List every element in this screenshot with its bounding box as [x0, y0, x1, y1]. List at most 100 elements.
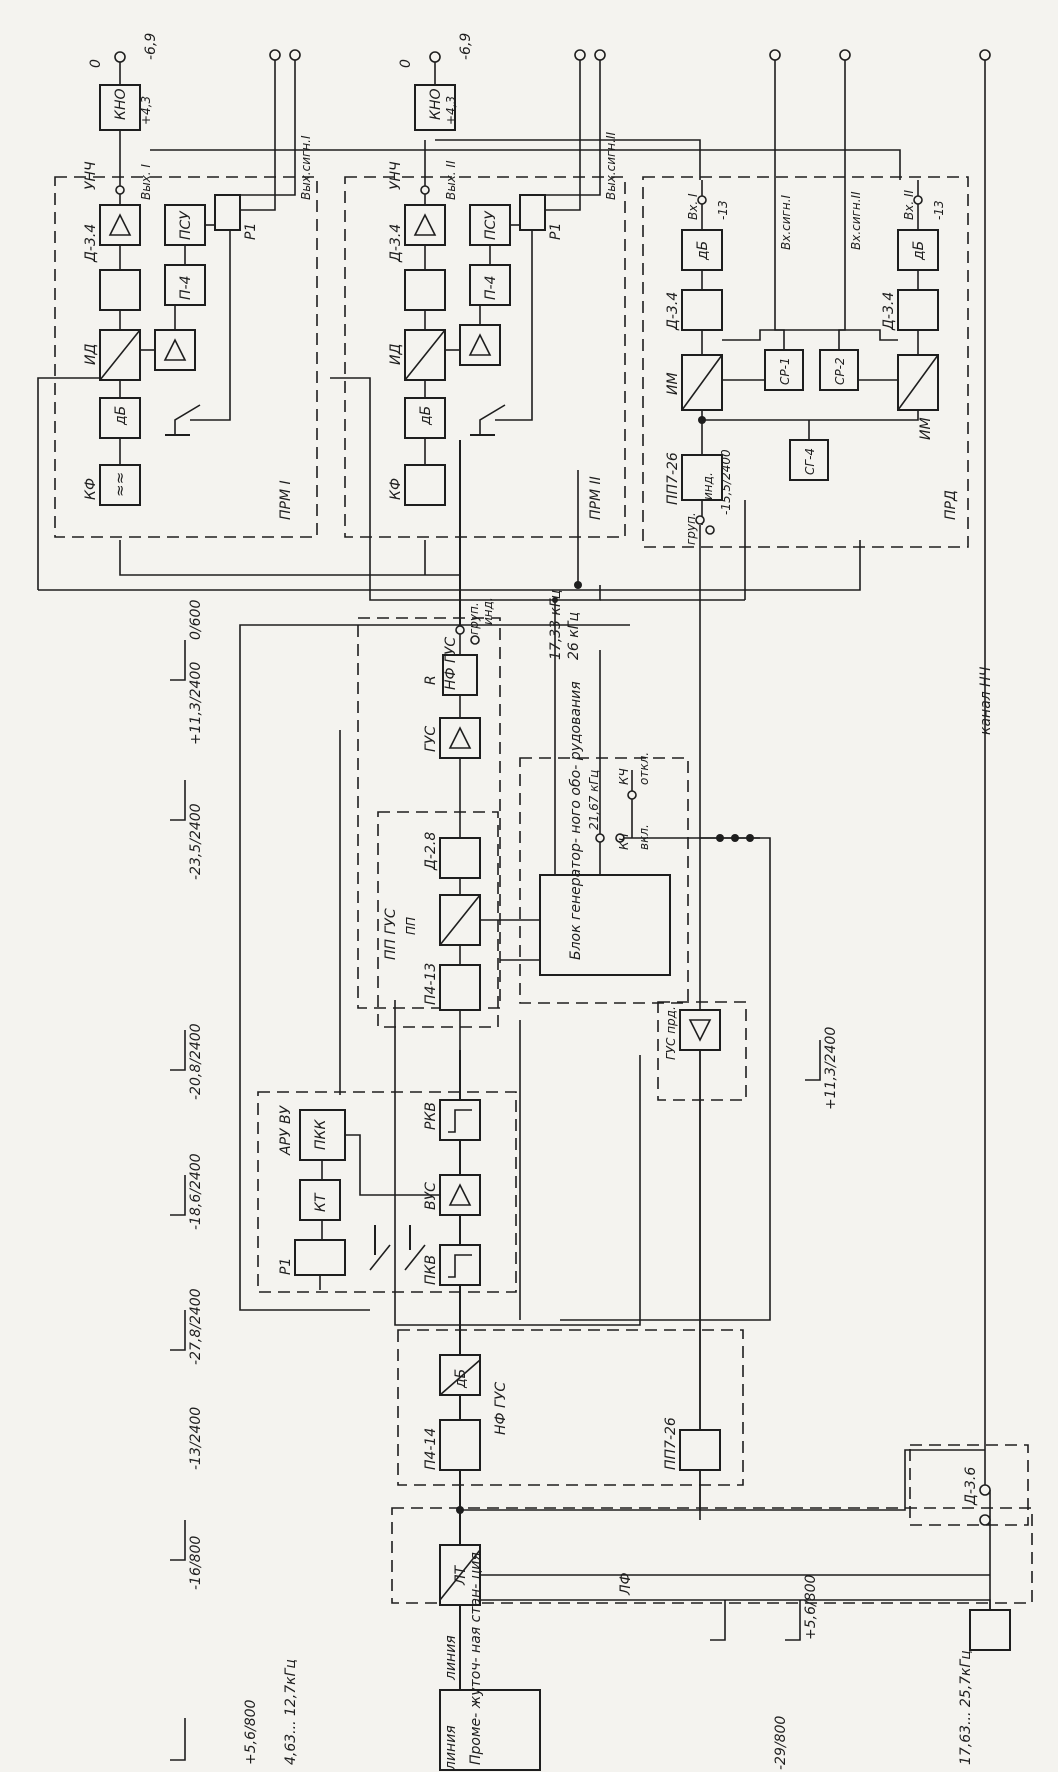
station-label: Проме- жуточ- ная стан- ция — [468, 1552, 484, 1765]
prd-ind-label: инд. — [701, 472, 715, 500]
p413-box — [439, 964, 481, 1011]
prm2-kf-label: КФ — [388, 478, 404, 500]
prm1-p4-label: П-4 — [178, 276, 194, 301]
freq-low-label: 4,63... 12,7кГц — [283, 1659, 299, 1765]
level-29: -29/800 — [773, 1716, 789, 1770]
lf-border — [391, 1507, 1033, 1604]
wire — [37, 377, 100, 590]
wire — [435, 139, 701, 180]
prm1-amp-box — [154, 329, 196, 371]
prm2-kf-box — [404, 464, 446, 506]
prd-db2-label: дБ — [911, 241, 927, 261]
level-20-8: -20,8/2400 — [188, 1023, 204, 1100]
kno2-zero: 0 — [398, 59, 414, 68]
prd-conv-box — [681, 289, 723, 331]
prd-db1-box — [681, 229, 723, 271]
prm1-db-label: дБ — [113, 406, 129, 426]
prm1-r1-label: Р1 — [243, 223, 259, 240]
generator-block-box — [539, 874, 671, 976]
freq1-label: 17,33 кГц — [548, 590, 564, 660]
gus-prd-box — [679, 1009, 721, 1051]
aru-vu-label: АРУ ВУ — [278, 1104, 294, 1156]
level-23-5: -23,5/2400 — [188, 803, 204, 880]
prd-level-label: -15,5/2400 — [719, 449, 733, 515]
rkv-label: РКВ — [423, 1102, 439, 1130]
prm1-group: ≈≈ — [99, 60, 296, 506]
nf-grup-label: груп. — [467, 602, 481, 635]
d28-label: Д-2.8 — [423, 832, 439, 871]
freq-high-label: 17,63... 25,7кГц — [958, 1650, 974, 1765]
otkl-label: откл. — [637, 752, 651, 785]
prd-minus13a: -13 — [716, 200, 730, 220]
prm2-psu-label: ПСУ — [483, 210, 499, 240]
wire — [38, 540, 861, 591]
kch2-label: КЧ — [617, 833, 631, 850]
prm2-out-label: Вых. II — [444, 160, 458, 200]
kno1-label: КНО — [113, 89, 129, 121]
wire — [475, 1599, 991, 1610]
level-18-6: -18,6/2400 — [188, 1153, 204, 1230]
gus-prd-label: ГУС прд. — [664, 1006, 678, 1060]
prd-im1-label: ИМ — [665, 372, 681, 395]
vus-box — [439, 1174, 481, 1216]
prd-minus13b: -13 — [932, 200, 946, 220]
lt-label: ЛТ — [453, 1564, 469, 1586]
freq3-label: 21,67 кГц — [587, 770, 601, 830]
prm2-unch-box — [404, 204, 446, 246]
lf-label: ЛФ — [618, 1572, 634, 1596]
wire — [460, 1449, 985, 1511]
terminal — [114, 51, 126, 63]
pp726b-box — [679, 1429, 721, 1471]
prm2-conv-box — [404, 269, 446, 311]
prd-sr1-label: СР-1 — [778, 357, 792, 385]
kno2-minus69: -6,9 — [458, 33, 474, 60]
prm1-plus43-label: +4,3 — [139, 96, 153, 125]
prm2-group — [404, 60, 601, 506]
prd-sg4-box — [789, 439, 829, 481]
level-16: -16/800 — [188, 1536, 204, 1590]
kno2-label: КНО — [428, 89, 444, 121]
prm1-outsig-label: Вых.сигн.I — [299, 135, 313, 200]
prm1-id-label: ИД — [83, 344, 99, 365]
prm1-conv-box — [99, 269, 141, 311]
kanal-nch-label: канал НЧ — [978, 666, 994, 735]
pp-gus-label: ПП ГУС — [383, 908, 399, 960]
liniya-label: линия — [443, 1635, 459, 1681]
prm2-r1-box — [519, 194, 546, 231]
prd-border — [642, 176, 969, 548]
prd-sg4-label: СГ-4 — [803, 448, 817, 475]
prm2-outsig-label: Вых.сигн.II — [604, 131, 618, 200]
prm2-db-label: дБ — [418, 406, 434, 426]
prm1-unch-box — [99, 204, 141, 246]
prd-in2-label: Вх. II — [902, 189, 916, 220]
nf-ind-label: инд. — [481, 597, 495, 625]
svg-text:≈≈: ≈≈ — [111, 472, 129, 497]
prm2-amp-box — [459, 324, 501, 366]
pp726b-label: ПП7-26 — [663, 1417, 679, 1470]
prm1-r1-box — [214, 194, 241, 231]
pkk-label: ПКК — [313, 1119, 329, 1150]
prm2-label: ПРМ II — [588, 476, 604, 520]
prd-insig1-label: Вх.сигн.I — [779, 194, 793, 250]
pp-gus-border — [377, 811, 499, 1028]
rkv-box — [439, 1099, 481, 1141]
p414-label: П4-14 — [423, 1428, 439, 1470]
prd-im2-label: ИМ — [918, 417, 934, 440]
level-11-3: +11,3/2400 — [188, 662, 204, 745]
pkv-label: ПКВ — [423, 1255, 439, 1285]
prd-label: ПРД — [943, 490, 959, 520]
prm1-d34-label: Д-3.4 — [83, 224, 99, 263]
prd-conv2-box — [897, 289, 939, 331]
p414-box — [439, 1419, 481, 1471]
prm1-border — [54, 176, 318, 538]
liniya2-label: линия — [443, 1725, 459, 1771]
wire — [239, 624, 630, 1311]
prm2-id-label: ИД — [388, 344, 404, 365]
r1-aru-label: Р1 — [278, 1258, 294, 1275]
wire — [119, 540, 460, 576]
prm2-border — [344, 176, 626, 538]
prd-d34-label: Д-3.4 — [665, 292, 681, 331]
kno1-zero: 0 — [88, 59, 104, 68]
